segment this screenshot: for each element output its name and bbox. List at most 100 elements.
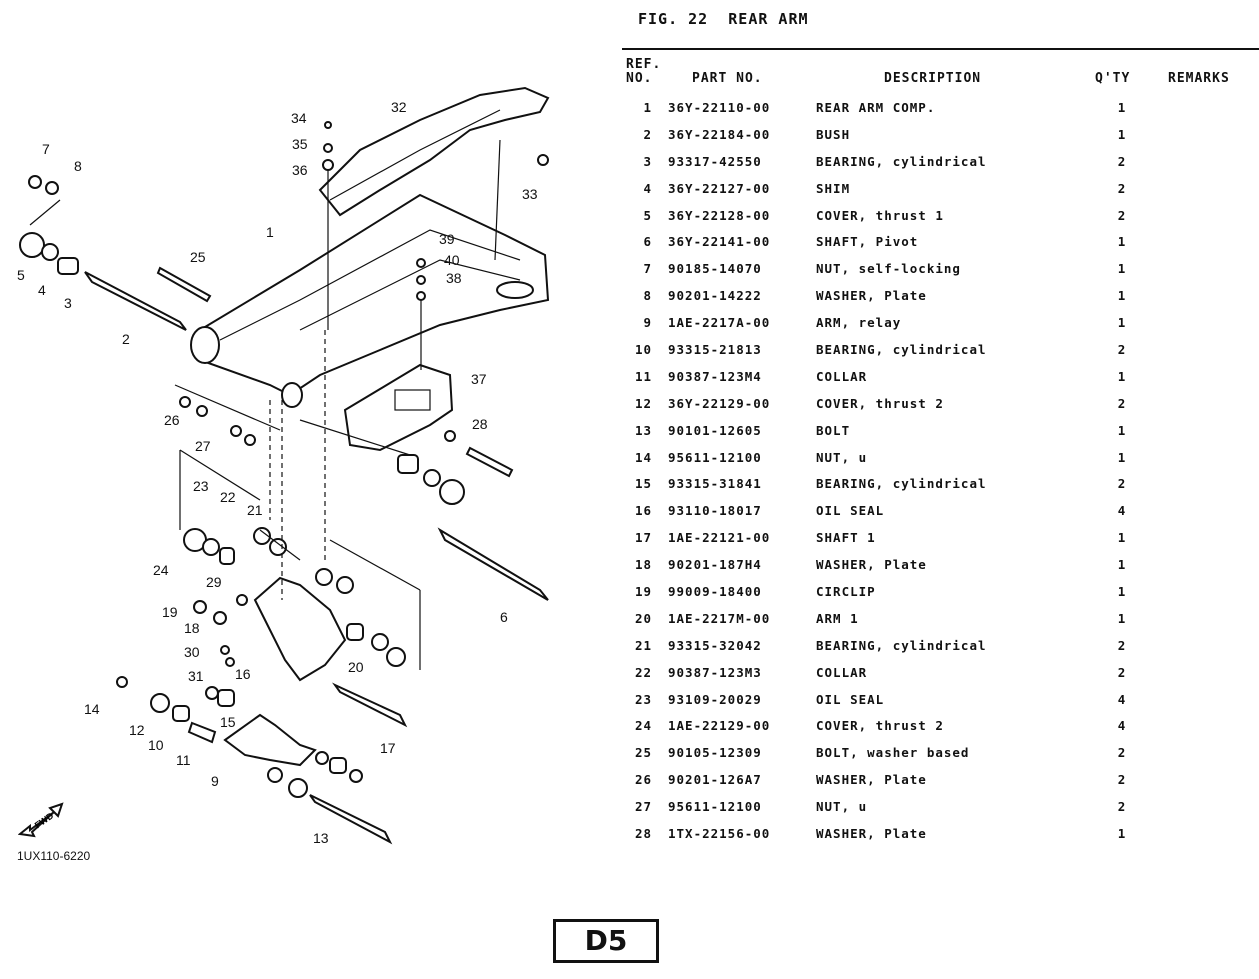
callout-32: 32 — [391, 99, 407, 115]
part-no-cell: 90201-187H4 — [668, 557, 762, 573]
callout-28: 28 — [472, 416, 488, 432]
callout-35: 35 — [292, 136, 308, 152]
qty-cell: 2 — [1117, 476, 1127, 492]
qty-cell: 1 — [1117, 288, 1127, 304]
part-no-cell: 93315-31841 — [668, 476, 762, 492]
callout-17: 17 — [380, 740, 396, 756]
part-no-cell: 90201-14222 — [668, 288, 762, 304]
ref-no-cell: 18 — [634, 557, 652, 573]
ref-no-cell: 25 — [634, 745, 652, 761]
qty-cell: 2 — [1117, 772, 1127, 788]
description-cell: WASHER, Plate — [816, 826, 927, 842]
qty-cell: 4 — [1117, 691, 1127, 707]
ref-no-cell: 3 — [643, 153, 652, 169]
qty-cell: 2 — [1117, 745, 1127, 761]
qty-cell: 2 — [1117, 153, 1127, 169]
header-description: DESCRIPTION — [884, 71, 982, 86]
callout-3: 3 — [64, 295, 72, 311]
callout-layer: 1 2 3 4 5 6 7 8 9 10 11 12 13 14 15 16 1… — [17, 99, 538, 846]
qty-cell: 4 — [1117, 503, 1127, 519]
qty-cell: 1 — [1117, 126, 1127, 142]
callout-39: 39 — [439, 231, 455, 247]
description-cell: SHAFT, Pivot — [816, 234, 919, 250]
callout-12: 12 — [129, 722, 145, 738]
part-no-cell: 90387-123M3 — [668, 664, 762, 680]
part-no-cell: 90105-12309 — [668, 745, 762, 761]
callout-25: 25 — [190, 249, 206, 265]
table-row: 12 36Y-22129-00 COVER, thrust 2 2 — [622, 391, 1259, 418]
callout-22: 22 — [220, 489, 236, 505]
ref-no-cell: 19 — [634, 584, 652, 600]
part-no-cell: 36Y-22129-00 — [668, 395, 771, 411]
exploded-parts-diagram — [0, 0, 620, 979]
part-no-cell: 90387-123M4 — [668, 368, 762, 384]
chain-guide — [318, 86, 550, 217]
ref-no-cell: 27 — [634, 799, 652, 815]
figure-name: REAR ARM — [728, 10, 809, 28]
callout-27: 27 — [195, 438, 211, 454]
qty-cell: 2 — [1117, 395, 1127, 411]
shaft-17 — [331, 682, 408, 728]
pivot-shaft-6 — [437, 527, 549, 601]
ref-no-cell: 28 — [634, 826, 652, 842]
description-cell: WASHER, Plate — [816, 557, 927, 573]
description-cell: BOLT — [816, 422, 851, 438]
callout-20: 20 — [348, 659, 364, 675]
part-no-cell: 93109-20029 — [668, 691, 762, 707]
callout-26: 26 — [164, 412, 180, 428]
part-no-cell: 36Y-22127-00 — [668, 180, 771, 196]
ref-no-cell: 24 — [634, 718, 652, 734]
ref-no-cell: 21 — [634, 637, 652, 653]
qty-cell: 1 — [1117, 368, 1127, 384]
ref-no-cell: 14 — [634, 449, 652, 465]
ref-no-cell: 23 — [634, 691, 652, 707]
part-no-cell: 1AE-2217M-00 — [668, 610, 771, 626]
ref-no-cell: 13 — [634, 422, 652, 438]
header-part-no: PART NO. — [692, 71, 763, 86]
ref-no-cell: 1 — [643, 100, 652, 115]
header-ref-no: REF. NO. — [626, 57, 662, 86]
callout-4: 4 — [38, 282, 46, 298]
callout-16: 16 — [235, 666, 251, 682]
callout-2: 2 — [122, 331, 130, 347]
part-no-cell: 1AE-22121-00 — [668, 530, 771, 546]
header-qty: Q'TY — [1095, 71, 1131, 86]
description-cell: NUT, u — [816, 799, 868, 815]
figure-number: FIG. 22 — [638, 10, 709, 28]
part-no-cell: 99009-18400 — [668, 584, 762, 600]
part-no-cell: 1AE-22129-00 — [668, 718, 771, 734]
description-cell: OIL SEAL — [816, 503, 885, 519]
ref-no-cell: 15 — [634, 476, 652, 492]
callout-6: 6 — [500, 609, 508, 625]
qty-cell: 2 — [1117, 207, 1127, 223]
pivot-shaft — [84, 271, 187, 331]
description-cell: COLLAR — [816, 368, 868, 384]
qty-cell: 1 — [1117, 422, 1127, 438]
qty-cell: 2 — [1117, 637, 1127, 653]
ref-no-cell: 5 — [643, 207, 652, 223]
callout-15: 15 — [220, 714, 236, 730]
description-cell: COVER, thrust 2 — [816, 395, 944, 411]
description-cell: NUT, self-locking — [816, 261, 961, 277]
qty-cell: 4 — [1117, 718, 1127, 734]
callout-24: 24 — [153, 562, 169, 578]
description-cell: ARM 1 — [816, 610, 859, 626]
ref-no-cell: 12 — [634, 395, 652, 411]
part-no-cell: 1AE-2217A-00 — [668, 315, 771, 331]
ref-no-cell: 9 — [643, 315, 652, 331]
ref-no-cell: 17 — [634, 530, 652, 546]
